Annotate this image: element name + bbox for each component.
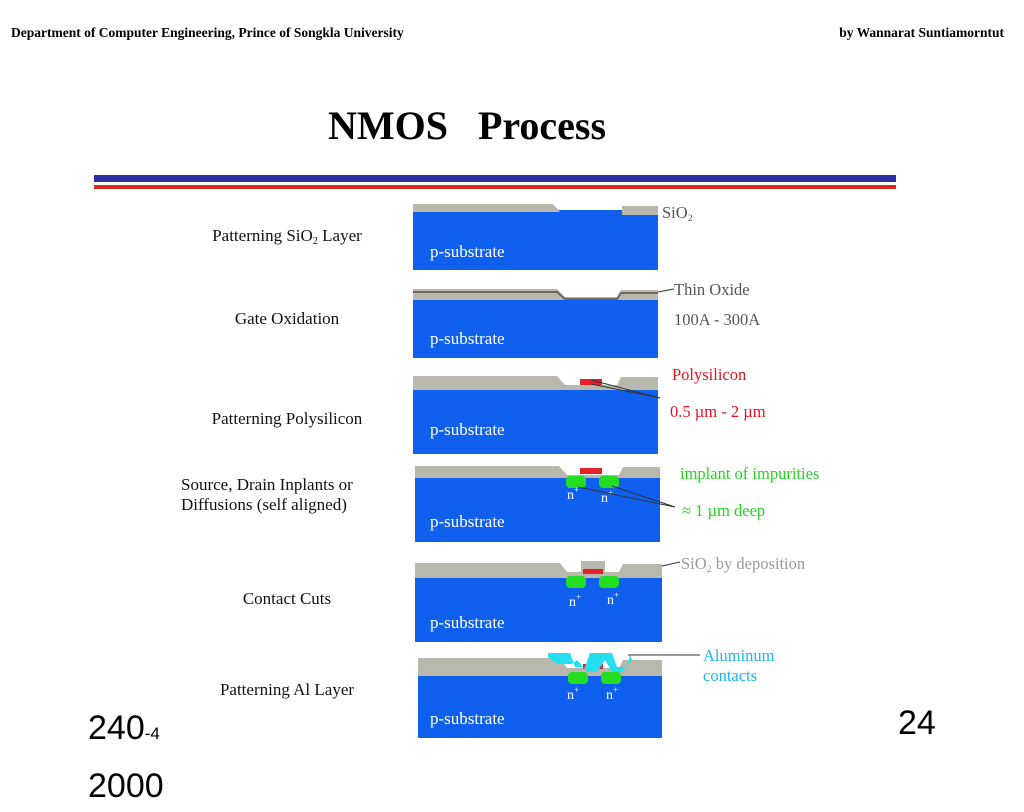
substrate-label-4: p-substrate [430, 512, 505, 531]
substrate-label-5: p-substrate [430, 613, 505, 632]
poly-4 [580, 468, 602, 474]
leader-polysilicon-a [590, 379, 661, 399]
substrate-label-1: p-substrate [430, 242, 505, 261]
step-label-source-drain: Source, Drain Inplants or Diffusions (se… [181, 475, 411, 515]
nplus-right-6 [601, 672, 621, 684]
oxide-3 [413, 376, 658, 390]
step-label-patterning-sio2: Patterning SiO2 Layer [212, 226, 362, 247]
poly-5 [583, 569, 603, 574]
cross-section-6: n+ n+ p-substrate [418, 653, 662, 738]
nplus-label-left-6: n+ [567, 685, 579, 703]
footer-year: 2000 [88, 767, 164, 805]
nplus-label-left-4: n+ [567, 485, 579, 503]
footer-course: 240-4 2000 [88, 702, 164, 812]
note-implant: implant of impurities [680, 464, 820, 483]
cross-section-1: p-substrate [413, 204, 658, 270]
note-polysilicon: Polysilicon [672, 365, 747, 384]
step-label-gate-oxidation: Gate Oxidation [234, 309, 340, 328]
leader-implant-b [611, 485, 676, 508]
cross-section-2: p-substrate [413, 289, 658, 358]
poly-3 [580, 379, 602, 385]
footer-course-main: 240 [88, 709, 145, 747]
cross-section-5: n+ n+ p-substrate [415, 561, 662, 642]
note-sio2: SiO2 [662, 203, 693, 225]
cross-section-4: n+ n+ p-substrate [415, 466, 660, 542]
oxide-1 [413, 204, 560, 212]
leader-sio2-deposition [661, 561, 681, 567]
thin-oxide-2 [413, 291, 658, 300]
nplus-label-right-4: n+ [601, 488, 613, 506]
step-label-contact-cuts: Contact Cuts [242, 589, 332, 608]
substrate-5 [415, 578, 662, 642]
title-rule-blue [94, 175, 896, 182]
substrate-4 [415, 478, 660, 542]
substrate-6 [418, 676, 662, 738]
slide-title: NMOS Process [327, 103, 607, 148]
note-implant-depth: ≈ 1 µm deep [682, 501, 766, 520]
substrate-label-2: p-substrate [430, 329, 505, 348]
oxide-1b [622, 206, 658, 215]
note-sio2-deposition: SiO2 by deposition [681, 554, 806, 576]
step-label-patterning-al: Patterning Al Layer [219, 680, 355, 699]
footer-course-suffix: -4 [144, 724, 160, 743]
cross-section-3: p-substrate [413, 376, 658, 454]
note-poly-width: 0.5 µm - 2 µm [670, 402, 766, 421]
oxide-4 [415, 466, 660, 478]
nplus-right-4 [599, 476, 619, 488]
nplus-left-5 [566, 576, 586, 588]
nplus-right-5 [599, 576, 619, 588]
nplus-left-6 [568, 672, 588, 684]
substrate-label-3: p-substrate [430, 420, 505, 439]
step-label-patterning-polysilicon: Patterning Polysilicon [211, 409, 363, 428]
leader-polysilicon-b [590, 383, 661, 399]
page-number: 24 [898, 704, 936, 742]
process-cross-sections: p-substrate p-substrate p-substrate n+ n… [413, 204, 700, 738]
substrate-label-6: p-substrate [430, 709, 505, 728]
substrate-1 [413, 210, 658, 270]
nplus-label-right-5: n+ [607, 590, 619, 608]
leader-thin-oxide [657, 288, 675, 293]
title-rule-red [94, 185, 896, 189]
oxide-6 [418, 658, 662, 676]
substrate-3 [413, 390, 658, 454]
oxide-2 [413, 289, 658, 300]
aluminum-6 [548, 653, 632, 672]
leader-implant-a [577, 486, 676, 508]
step-label-source-drain-line-2: Diffusions (self aligned) [181, 495, 347, 514]
header-author: by Wannarat Suntiamorntut [839, 25, 1004, 40]
note-thin-oxide: Thin Oxide [674, 280, 750, 299]
oxide-5 [415, 563, 662, 578]
nplus-label-left-5: n+ [569, 592, 581, 610]
nplus-left-4 [566, 476, 586, 488]
nplus-label-right-6: n+ [606, 685, 618, 703]
header-department: Department of Computer Engineering, Prin… [11, 25, 404, 40]
step-label-source-drain-line-1: Source, Drain Inplants or [181, 475, 353, 494]
note-aluminum: Aluminum [703, 646, 775, 665]
note-contacts: contacts [703, 666, 758, 685]
substrate-2 [413, 300, 658, 358]
note-oxide-thickness: 100A - 300A [674, 310, 761, 329]
